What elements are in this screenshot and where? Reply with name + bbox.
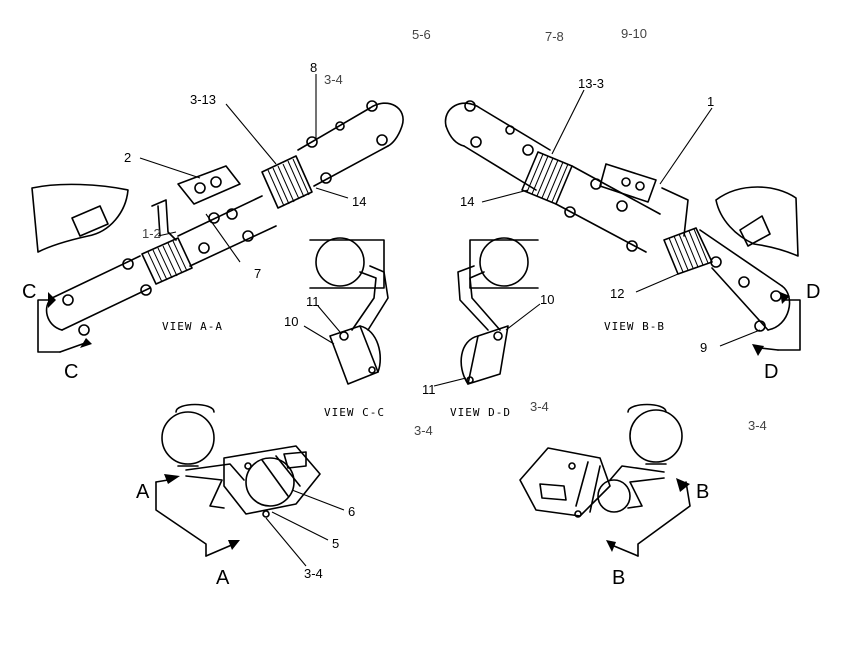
view-bb-title: VIEW B-B — [604, 320, 665, 333]
section-label-d: D — [764, 361, 778, 383]
section-a-marker — [155, 474, 240, 557]
callout-5: 5 — [332, 536, 339, 551]
callout-1: 1 — [707, 94, 714, 109]
section-label-b: B — [612, 567, 625, 589]
section-label-a: A — [136, 481, 150, 503]
leader — [303, 325, 335, 345]
leader — [265, 517, 307, 567]
leader — [433, 377, 467, 387]
callout-3-13: 3-13 — [190, 92, 216, 107]
callout-11: 11 — [306, 294, 320, 309]
leader — [505, 303, 541, 331]
ref-label: 3-4 — [748, 418, 767, 433]
view-dd-title: VIEW D-D — [450, 406, 511, 419]
ref-label: 9-10 — [621, 26, 647, 41]
view-cc-assembly — [309, 237, 389, 385]
callout-12: 12 — [610, 286, 624, 301]
section-c-marker — [37, 292, 92, 353]
callout-10: 10 — [540, 292, 554, 307]
view-cc-title: VIEW C-C — [324, 406, 385, 419]
view-bb-assembly — [444, 100, 799, 332]
section-d-marker — [752, 292, 801, 356]
view-aa-assembly — [31, 100, 404, 336]
callout-14: 14 — [352, 194, 366, 209]
view-dd-assembly — [457, 237, 539, 385]
leader — [317, 305, 341, 333]
section-label-d: D — [806, 281, 820, 303]
view-bb-leaders — [481, 89, 761, 347]
callout-14: 14 — [460, 194, 474, 209]
ref-label: 7-8 — [545, 29, 564, 44]
callout-10: 10 — [284, 314, 298, 329]
callout-7: 7 — [254, 266, 261, 281]
callout-13-3: 13-3 — [578, 76, 604, 91]
callout-2: 2 — [124, 150, 131, 165]
view-aa-title: VIEW A-A — [162, 320, 223, 333]
section-label-c: C — [22, 281, 36, 303]
section-label-c: C — [64, 361, 78, 383]
leader — [271, 511, 329, 541]
ref-label: 3-4 — [414, 423, 433, 438]
callout-1-2: 1-2 — [142, 226, 161, 241]
callout-8: 8 — [310, 60, 317, 75]
ref-label: 3-4 — [530, 399, 549, 414]
callout-3-4: 3-4 — [324, 72, 343, 87]
section-label-b: B — [696, 481, 709, 503]
view-aa-leaders — [139, 74, 349, 263]
callout-9: 9 — [700, 340, 707, 355]
callout-6: 6 — [348, 504, 355, 519]
callout-11: 11 — [422, 382, 436, 397]
section-b-marker — [606, 478, 691, 557]
bottom-left-assembly — [161, 403, 321, 518]
bottom-right-assembly — [519, 403, 683, 518]
ref-label: 5-6 — [412, 27, 431, 42]
leader — [291, 489, 345, 511]
callout-3-4: 3-4 — [304, 566, 323, 581]
section-label-a: A — [216, 567, 230, 589]
